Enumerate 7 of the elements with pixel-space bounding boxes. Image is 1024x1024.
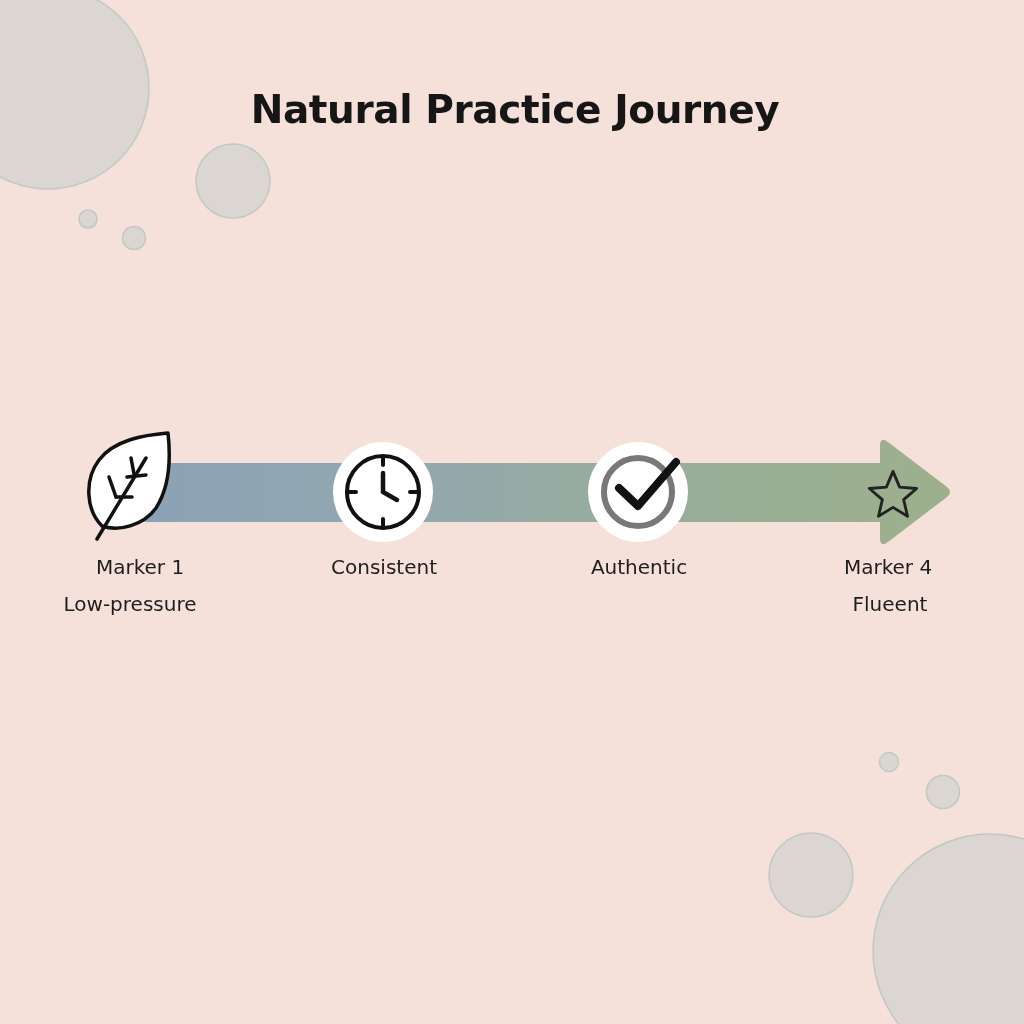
milestone-label: Marker 4	[843, 555, 933, 579]
milestone-label: Authentic	[590, 555, 688, 579]
milestone-label: Low-pressure	[63, 592, 197, 616]
milestone-label: Consistent	[331, 555, 437, 579]
milestone-label: Marker 1	[95, 555, 185, 579]
diagram-title: Natural Practice Journey	[250, 86, 780, 134]
milestone-label: Flueent	[852, 592, 928, 616]
